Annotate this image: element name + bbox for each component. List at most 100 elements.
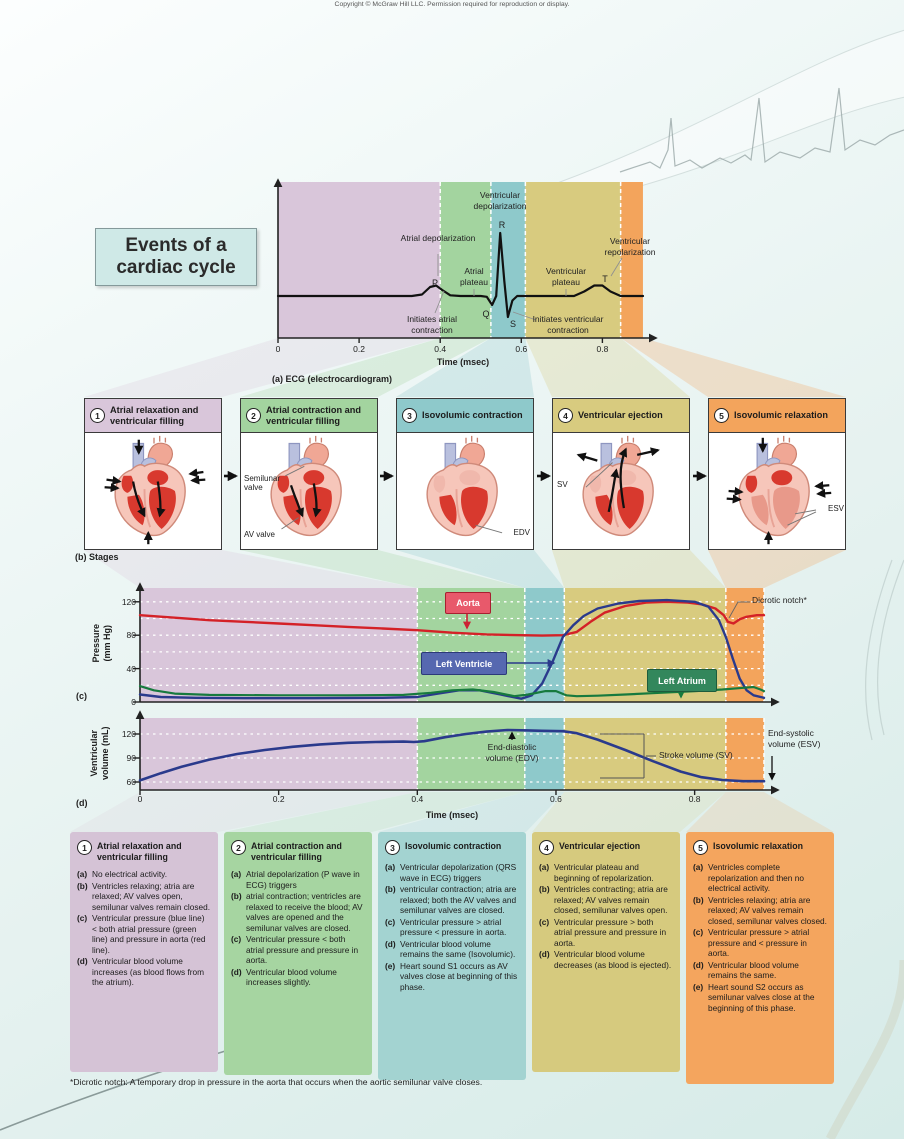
phase-note-item: (d)Ventricular blood volume increases (a… [77, 956, 205, 988]
phase-note-item: (a)Ventricular depolarization (QRS wave … [385, 862, 517, 883]
phase-number: 1 [77, 840, 92, 855]
phase-band [140, 718, 418, 790]
label-ventricular-repolarization: Ventricular repolarization [604, 236, 656, 257]
label-semilunar-valve: Semilunar valve [244, 474, 281, 492]
ecg-caption: (a) ECG (electrocardiogram) [272, 374, 393, 384]
phase-title: Ventricular ejection [559, 841, 641, 851]
axis-tick-label: 0.6 [550, 794, 562, 804]
axis-tick-label: 0.2 [353, 344, 366, 354]
phase-note-item: (b)ventricular contraction; atria are re… [385, 884, 517, 916]
phase-number: 4 [539, 840, 554, 855]
phase-note-item: (e)Heart sound S1 occurs as AV valves cl… [385, 960, 518, 992]
label-sv: SV [557, 480, 568, 489]
figure-title-line1: Events of a [125, 235, 227, 257]
stage-number: 3 [402, 408, 417, 423]
figure-title-line2: cardiac cycle [116, 257, 236, 278]
label-initiates-atrial-contraction: Initiates atrial contraction [406, 314, 458, 335]
axis-tick-label: 0.4 [434, 344, 447, 354]
phase-note-item: (d)Ventricular blood volume decreases (a… [539, 949, 672, 970]
ribbon-decoration-bottom-right [826, 959, 904, 1139]
label-initiates-ventricular-contraction: Initiates ventricular contraction [532, 314, 604, 335]
ribbon-decoration-right [865, 559, 904, 741]
stage-number: 4 [558, 408, 573, 423]
label-t-wave: T [602, 274, 608, 284]
left-atrium-label-box: Left Atrium [647, 669, 717, 692]
phase-note-item: (e)Heart sound S2 occurs as semilunar va… [693, 981, 815, 1013]
phase-note-item: (b)Ventricles relaxing; atria are relaxe… [693, 894, 827, 926]
stage-number: 2 [246, 408, 261, 423]
stage-title: Isovolumic contraction [422, 410, 523, 421]
label-q-wave: Q [482, 309, 490, 319]
axis-tick-label: 0 [137, 794, 143, 804]
stage-number: 1 [90, 408, 105, 423]
label-ventricular-plateau: Ventricular plateau [545, 266, 587, 287]
label-s-wave: S [509, 319, 517, 329]
figure-title: Events of a cardiac cycle [95, 228, 257, 286]
pressure-panel-label: (c) [76, 691, 87, 701]
phase-note-item: (a)Ventricles complete repolarization an… [693, 862, 804, 894]
stage-title: Ventricular ejection [578, 410, 663, 421]
label-edv: EDV [513, 528, 530, 537]
edv-annotation: End-diastolic volume (EDV) [485, 742, 539, 763]
ecg-trace-decoration [619, 87, 904, 173]
phase-description-4: 4 Ventricular ejection (a)Ventricular pla… [532, 832, 680, 1072]
copyright-text: Copyright © McGraw Hill LLC. Permission … [334, 1, 570, 8]
phase-description-2: 2 Atrial contraction and ventricular fill… [224, 832, 372, 1075]
volume-x-axis-label: Time (msec) [425, 810, 479, 820]
heart-illustration-stage1 [104, 434, 206, 545]
phase-note-item: (b)Ventricles relaxing; atria are relaxe… [77, 880, 211, 912]
axis-tick-label: 0.2 [272, 794, 285, 804]
stage-box-5: 5 Isovolumic relaxation ESV [708, 398, 846, 550]
phase-note-item: (c)Ventricular pressure > atrial pressur… [693, 927, 810, 959]
phase-title: Atrial relaxation and ventricular fillin… [97, 841, 182, 862]
dicrotic-notch-label: Dicrotic notch* [752, 595, 807, 605]
phase-note-item: (c)Ventricular pressure > both atrial pr… [539, 916, 667, 948]
label-atrial-depolarization: Atrial depolarization [400, 233, 476, 243]
dicrotic-notch-footnote: *Dicrotic notch: A temporary drop in pre… [70, 1077, 483, 1087]
axis-tick-label: 40 [126, 663, 136, 674]
axis-tick-label: 0.8 [688, 794, 701, 804]
phase-note-item: (c)Ventricular pressure < both atrial pr… [231, 934, 359, 966]
label-r-wave: R [498, 220, 506, 230]
stage-title: Atrial contraction and ventricular filli… [266, 405, 361, 426]
phase-band [140, 588, 418, 702]
stage-box-2: 2 Atrial contraction and ventricular fill… [240, 398, 378, 550]
label-esv: ESV [827, 504, 844, 513]
axis-tick-label: 90 [126, 753, 136, 763]
left-ventricle-label-box: Left Ventricle [421, 652, 507, 675]
stage-title: Isovolumic relaxation [734, 410, 828, 421]
phase-note-item: (d)Ventricular blood volume remains the … [693, 959, 799, 981]
phase-band [620, 182, 643, 338]
sv-annotation: Stroke volume (SV) [659, 750, 733, 760]
axis-tick-label: 60 [126, 777, 136, 787]
phase-note-item: (c)Ventricular pressure (blue line) < bo… [77, 913, 206, 955]
axis-tick-label: 120 [121, 596, 136, 607]
phase-note-item: (d)Ventricular blood volume increases sl… [231, 966, 337, 988]
phase-number: 3 [385, 840, 400, 855]
volume-panel-label: (d) [76, 798, 88, 808]
stage-box-1: 1 Atrial relaxation and ventricular filli… [84, 398, 222, 550]
phase-title: Isovolumic relaxation [713, 841, 803, 851]
label-atrial-plateau: Atrial plateau [460, 266, 488, 287]
phase-note-item: (b)atrial contraction; ventricles are re… [231, 891, 363, 933]
label-av-valve: AV valve [244, 530, 275, 539]
axis-tick-label: 0.6 [515, 344, 528, 354]
axis-tick-label: 120 [121, 729, 136, 739]
axis-tick-label: 0.8 [596, 344, 609, 354]
label-p-wave: P [431, 278, 439, 288]
esv-annotation: End-systolic volume (ESV) [768, 728, 821, 749]
axis-tick-label: 0 [275, 344, 281, 354]
phase-band [524, 588, 565, 702]
phase-title: Atrial contraction and ventricular filli… [251, 841, 342, 862]
heart-illustration-stage2 [242, 434, 378, 548]
ecg-x-axis-label: Time (msec) [436, 357, 490, 367]
phase-note-item: (b)Ventricles contracting; atria are rel… [539, 884, 668, 916]
stage-title: Atrial relaxation and ventricular fillin… [110, 405, 199, 426]
phase-note-item: (a)Ventricular plateau and beginning of … [539, 862, 654, 883]
stage-number: 5 [714, 408, 729, 423]
phase-number: 2 [231, 840, 246, 855]
